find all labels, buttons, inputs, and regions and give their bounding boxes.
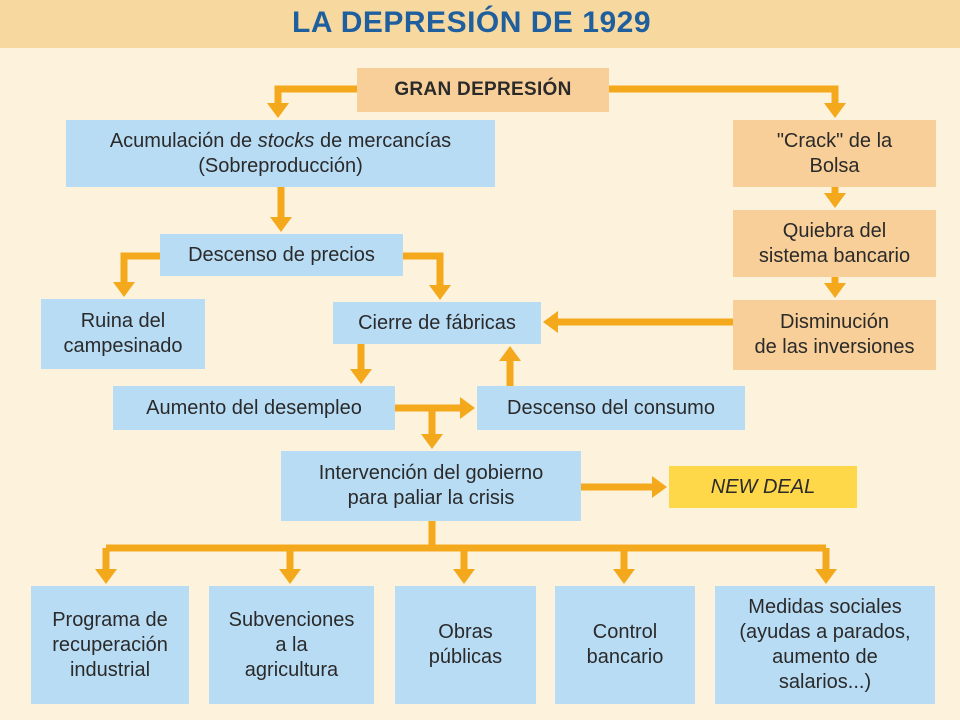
node-acumulacion-stocks: Acumulación de stocks de mercancías (Sob… <box>66 120 495 187</box>
arrow-to-cierre-head <box>429 285 451 300</box>
arrow-to-medidas-head <box>815 569 837 584</box>
arrow-to-new-deal-head <box>652 476 667 498</box>
title-band: LA DEPRESIÓN DE 1929 <box>0 0 960 48</box>
node-gran-depresion: GRAN DEPRESIÓN <box>357 68 609 112</box>
node-descenso-precios: Descenso de precios <box>160 234 403 276</box>
node-descenso-consumo: Descenso del consumo <box>477 386 745 430</box>
page-title: LA DEPRESIÓN DE 1929 <box>292 6 651 39</box>
arrow-to-acumulacion-head <box>267 103 289 118</box>
node-intervencion-gobierno: Intervención del gobierno para paliar la… <box>281 451 581 521</box>
arrow-to-acumulacion-shaft <box>274 85 357 104</box>
arrow-to-programa-head <box>95 569 117 584</box>
node-gran-depresion-label: GRAN DEPRESIÓN <box>394 79 572 101</box>
node-new-deal: NEW DEAL <box>669 466 857 508</box>
node-ruina-campesinado: Ruina del campesinado <box>41 299 205 369</box>
node-crack-bolsa: "Crack" de la Bolsa <box>733 120 936 187</box>
arrow-to-crack-head <box>824 103 846 118</box>
node-control-bancario: Control bancario <box>555 586 695 704</box>
arrow-to-consumo-head <box>460 397 475 419</box>
arrow-to-desempleo-head <box>350 369 372 384</box>
node-subvenciones-agricultura: Subvenciones a la agricultura <box>209 586 374 704</box>
node-medidas-sociales: Medidas sociales (ayudas a parados, aume… <box>715 586 935 704</box>
node-programa-recuperacion: Programa de recuperación industrial <box>31 586 189 704</box>
arrow-to-cierre-shaft <box>403 252 444 286</box>
arrow-to-subvenciones-head <box>279 569 301 584</box>
arrow-consumo-to-cierre-head <box>499 346 521 361</box>
arrow-to-disminucion-head <box>824 283 846 298</box>
arrow-to-descenso-precios-head <box>270 217 292 232</box>
node-obras-publicas: Obras públicas <box>395 586 536 704</box>
node-aumento-desempleo: Aumento del desempleo <box>113 386 395 430</box>
arrow-to-crack-shaft <box>609 85 839 104</box>
node-sobreproduccion-label: (Sobreproducción) <box>198 154 363 177</box>
arrow-layer <box>95 85 846 584</box>
node-quiebra-bancario: Quiebra del sistema bancario <box>733 210 936 277</box>
arrow-to-ruina-head <box>113 282 135 297</box>
node-cierre-fabricas: Cierre de fábricas <box>333 302 541 344</box>
node-acumulacion-label: Acumulación de stocks de mercancías <box>109 129 452 152</box>
arrow-to-cierre-from-inversiones-head <box>543 311 558 333</box>
arrow-to-ruina-shaft <box>120 252 160 283</box>
node-disminucion-inversiones: Disminución de las inversiones <box>733 300 936 370</box>
arrow-to-quiebra-head <box>824 193 846 208</box>
arrow-to-control-head <box>613 569 635 584</box>
arrow-to-intervencion-head <box>421 434 443 449</box>
arrow-to-obras-head <box>453 569 475 584</box>
